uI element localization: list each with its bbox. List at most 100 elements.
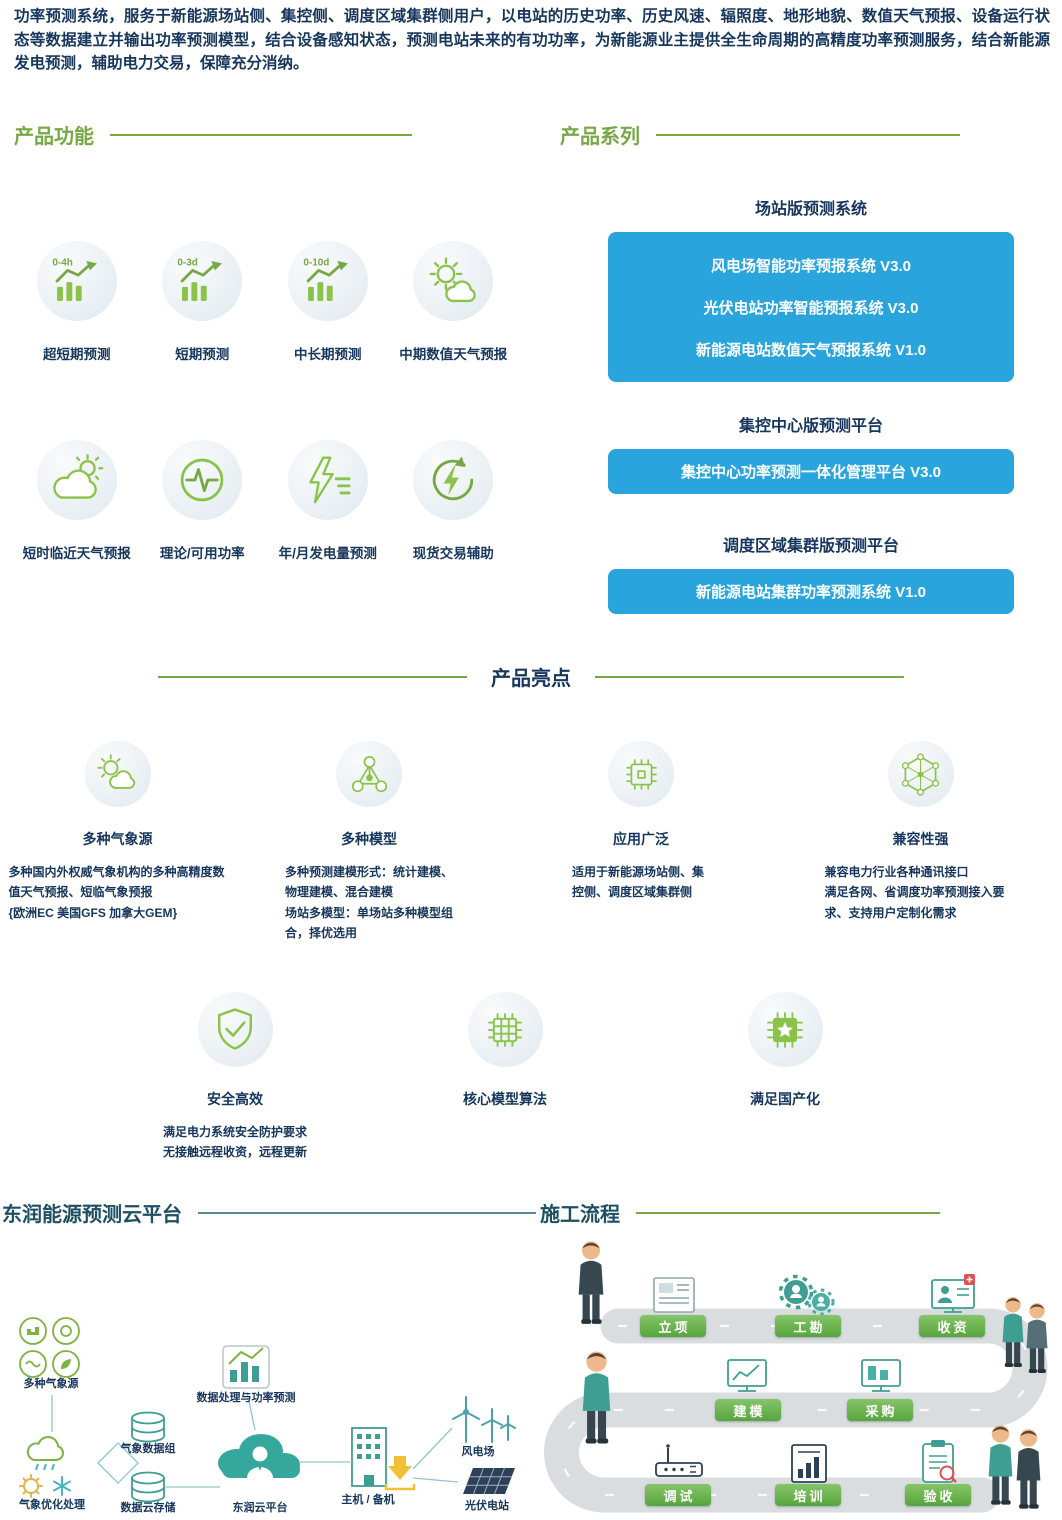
- feature-icon-circle: 0-3d: [162, 241, 243, 321]
- debug-router-icon: [655, 1444, 703, 1477]
- person-figure: [1016, 1429, 1041, 1509]
- highlight-label: 兼容性强: [892, 831, 949, 847]
- feature-icon-circle: [162, 439, 243, 520]
- features-heading: 产品功能: [14, 120, 412, 149]
- step-survey: 工勘: [775, 1315, 841, 1337]
- highlight-label: 满足国产化: [750, 1091, 820, 1107]
- pulse-icon: [180, 458, 224, 501]
- forecast-range-badge: 0-10d: [303, 258, 329, 269]
- feature-item-spot-trading: 现货交易辅助: [391, 439, 517, 563]
- feature-item-short: 0-3d 短期预测: [140, 241, 266, 364]
- weather-optimize-icons: [19, 1436, 71, 1498]
- label-hosts: 主机 / 备机: [341, 1494, 395, 1506]
- download-arrow-icon: [384, 1456, 416, 1491]
- cloud-divider: [198, 1211, 536, 1214]
- highlights-divider-left: [158, 675, 467, 678]
- feature-icon-circle: 0-4h: [36, 241, 117, 321]
- cloud-diagram: 多种气象源 数据处理与功率预测 气象优化处理 气象数据组 数据云存储 东润云平台…: [0, 1232, 536, 1520]
- feature-icon-circle: [413, 439, 494, 520]
- trend-chart-icon: 0-10d: [303, 258, 348, 301]
- highlight-desc: 多种国内外权威气象机构的多种高精度数值天气预报、短临气象预报 {欧洲EC 美国G…: [8, 865, 225, 920]
- highlight-weather-sources: 多种气象源 多种国内外权威气象机构的多种高精度数值天气预报、短临气象预报 {欧洲…: [0, 741, 235, 944]
- feature-icon-circle: 0-10d: [287, 241, 368, 321]
- road-lane-marks: [560, 1324, 1032, 1497]
- feature-item-nwp: 中期数值天气预报: [391, 241, 517, 364]
- series-group-dispatch-cluster: 调度区域集群版预测平台 新能源电站集群功率预测系统 V1.0: [608, 532, 1014, 614]
- molecule-model-icon: [351, 755, 387, 792]
- process-title: 施工流程: [540, 1204, 620, 1226]
- modeling-icon: [727, 1359, 767, 1392]
- weather-database-icon: [131, 1411, 165, 1443]
- highlight-icon-circle: [197, 992, 273, 1067]
- cloud-sun-icon: [53, 453, 104, 499]
- series-divider: [656, 133, 960, 136]
- highlight-desc: 满足电力系统安全防护要求 无接触远程收资，远程更新: [162, 1125, 307, 1160]
- shield-check-icon: [218, 1007, 252, 1050]
- series-group-heading: 调度区域集群版预测平台: [722, 538, 899, 555]
- wind-farm-icon: [452, 1396, 516, 1443]
- highlight-icon-circle: [608, 741, 674, 807]
- highlight-models: 多种模型 多种预测建模形式：统计建模、物理建模、混合建模 场站多模型：单场站多种…: [235, 741, 503, 944]
- feature-icon-circle: [36, 439, 117, 520]
- highlight-icon-circle: [467, 992, 543, 1067]
- feature-label: 理论/可用功率: [159, 545, 245, 561]
- highlight-core-algorithm: 核心模型算法: [395, 992, 615, 1109]
- product-name: 集控中心功率预测一体化管理平台 V3.0: [680, 464, 942, 481]
- feature-icon-circle: [287, 439, 368, 520]
- feature-item-nowcast: 短时临近天气预报: [14, 439, 140, 563]
- highlight-wide-application: 应用广泛 适用于新能源场站侧、集控侧、调度区域集群侧: [503, 741, 779, 944]
- highlight-compatibility: 兼容性强 兼容电力行业各种通讯接口 满足各网、省调度功率预测接入要求、支持用户定…: [779, 741, 1062, 944]
- product-series-section: 产品系列 场站版预测系统 风电场智能功率预报系统 V3.0 光伏电站功率智能预报…: [560, 120, 1018, 614]
- cloud-storage-icon: [131, 1471, 165, 1503]
- product-name: 风电场智能功率预报系统 V3.0: [710, 257, 912, 275]
- feature-label: 短时临近天气预报: [22, 545, 131, 561]
- dongrun-cloud-icon: [218, 1434, 300, 1478]
- connector-lines: [51, 1391, 459, 1488]
- solar-station-icon: [463, 1467, 515, 1495]
- step-acceptance: 验收: [905, 1484, 971, 1506]
- highlight-icon-circle: [336, 741, 402, 807]
- features-divider: [110, 133, 412, 136]
- highlight-localization: 满足国产化: [675, 992, 895, 1109]
- step-procurement: 采购: [847, 1399, 913, 1421]
- trend-chart-icon: 0-3d: [178, 258, 223, 301]
- features-grid: 0-4h 超短期预测 0-3d 短期预: [14, 241, 516, 562]
- highlight-icon-circle: [887, 741, 954, 807]
- series-group-control-center: 集控中心版预测平台 集控中心功率预测一体化管理平台 V3.0: [608, 412, 1014, 494]
- feature-item-ultra-short: 0-4h 超短期预测: [14, 241, 140, 364]
- highlight-label: 安全高效: [207, 1091, 263, 1107]
- product-highlights-section: 产品亮点 多种气象源 多种国内外权威气: [0, 662, 1062, 1192]
- product-name: 新能源电站数值天气预报系统 V1.0: [695, 341, 927, 359]
- lightning-report-icon: [308, 456, 351, 504]
- label-solar-station: 光伏电站: [465, 1500, 509, 1512]
- procurement-icon: [861, 1359, 901, 1392]
- acceptance-clipboard-icon: [922, 1440, 957, 1483]
- process-road-graphic: [544, 1241, 1048, 1513]
- cloud-platform-section: 东润能源预测云平台: [0, 1198, 536, 1520]
- trend-chart-icon: 0-4h: [52, 258, 97, 301]
- highlight-icon-circle: [84, 741, 151, 807]
- series-product-box: 风电场智能功率预报系统 V3.0 光伏电站功率智能预报系统 V3.0 新能源电站…: [608, 232, 1014, 382]
- intro-paragraph: 功率预测系统，服务于新能源场站侧、集控侧、调度区域集群侧用户，以电站的历史功率、…: [14, 8, 1050, 73]
- collect-data-icon: [931, 1274, 975, 1313]
- label-weather-dataset: 气象数据组: [120, 1443, 176, 1455]
- chip-icon: [625, 758, 657, 790]
- feature-label: 年/月发电量预测: [278, 545, 377, 561]
- training-chart-icon: [791, 1444, 827, 1483]
- step-training: 培训: [775, 1484, 841, 1506]
- cloud-title: 东润能源预测云平台: [2, 1204, 182, 1226]
- step-project-initiation: 立项: [640, 1315, 706, 1337]
- highlights-heading: 产品亮点: [0, 662, 1062, 691]
- feature-label: 超短期预测: [43, 347, 111, 362]
- sun-cloud-icon: [429, 257, 477, 303]
- highlight-desc: 适用于新能源场站侧、集控侧、调度区域集群侧: [572, 865, 705, 900]
- highlights-title: 产品亮点: [491, 668, 571, 690]
- highlights-divider-right: [595, 675, 904, 678]
- product-name: 新能源电站集群功率预测系统 V1.0: [695, 584, 927, 601]
- forecast-range-badge: 0-4h: [52, 258, 73, 269]
- person-figure: [578, 1241, 604, 1324]
- construction-process-section: 施工流程: [540, 1198, 1062, 1520]
- series-title: 产品系列: [560, 126, 640, 148]
- cloud-diagram-graphic: [19, 1317, 516, 1503]
- label-wind-farm: 风电场: [461, 1446, 495, 1458]
